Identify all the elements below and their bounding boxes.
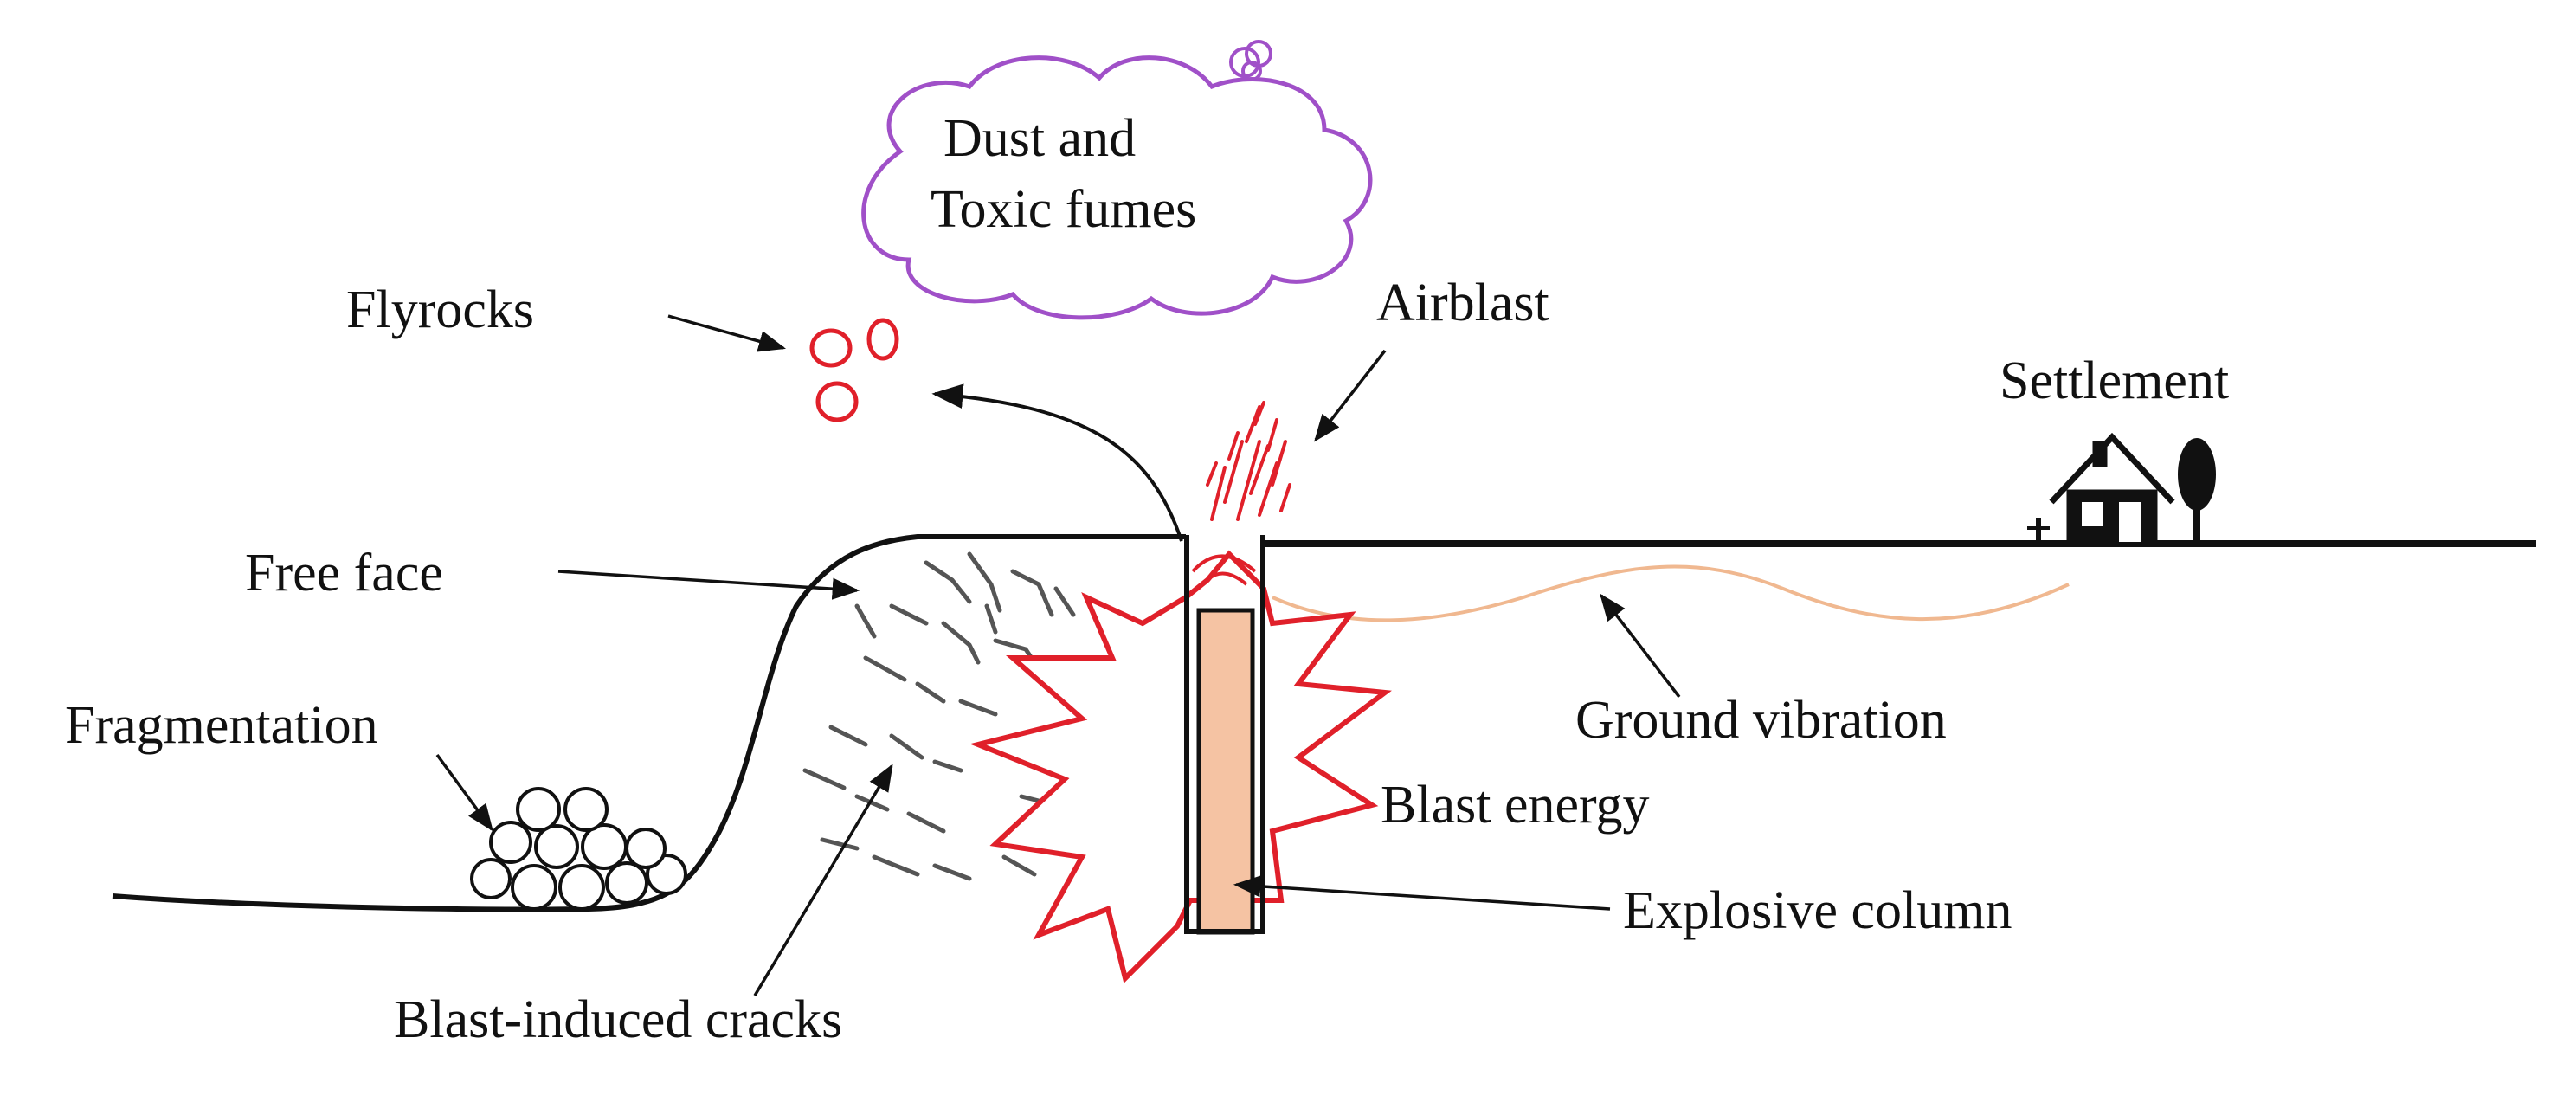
house-icon (2049, 432, 2175, 545)
shrub-icon (2027, 518, 2050, 542)
arrow-free-face (557, 570, 860, 600)
flyrocks (809, 318, 899, 422)
borehole-bottom (1184, 929, 1265, 934)
fragmentation-pile (470, 787, 687, 911)
arrow-ground-vibration (1600, 593, 1681, 699)
label-fragmentation: Fragmentation (65, 696, 378, 755)
label-settlement: Settlement (2000, 351, 2229, 410)
arrow-fragmentation (435, 753, 493, 832)
label-dust-line1: Dust and (943, 109, 1136, 168)
label-flyrocks: Flyrocks (346, 280, 534, 339)
label-dust-line2: Toxic fumes (931, 180, 1196, 239)
label-free-face: Free face (245, 544, 443, 603)
blast-energy-starburst (969, 550, 1392, 983)
label-explosive-column: Explosive column (1623, 881, 2012, 940)
dust-cloud (861, 55, 1373, 320)
arrow-explosive-column (1233, 875, 1611, 911)
explosive-column (1196, 608, 1255, 935)
tree-icon (2178, 438, 2216, 542)
ground-vibration-wave (1272, 564, 2070, 622)
airblast-streaks (1206, 401, 1291, 521)
dust-cloud-puff (1229, 40, 1272, 81)
borehole-wall-left (1184, 535, 1189, 933)
label-blast-energy: Blast energy (1381, 776, 1650, 835)
arrow-airblast (1314, 349, 1387, 442)
ground-profile (112, 534, 1186, 912)
borehole-wall-right (1260, 535, 1265, 933)
airblast-origin-arcs (1191, 554, 1257, 586)
label-ground-vibration: Ground vibration (1575, 691, 1947, 750)
annotation-arrows (435, 314, 1681, 996)
label-airblast: Airblast (1376, 274, 1549, 332)
arrow-flyrocks (667, 314, 787, 352)
label-blast-cracks: Blast-induced cracks (394, 990, 842, 1049)
flyrock-trajectory (931, 383, 1183, 542)
arrow-blast-cracks (753, 764, 893, 996)
